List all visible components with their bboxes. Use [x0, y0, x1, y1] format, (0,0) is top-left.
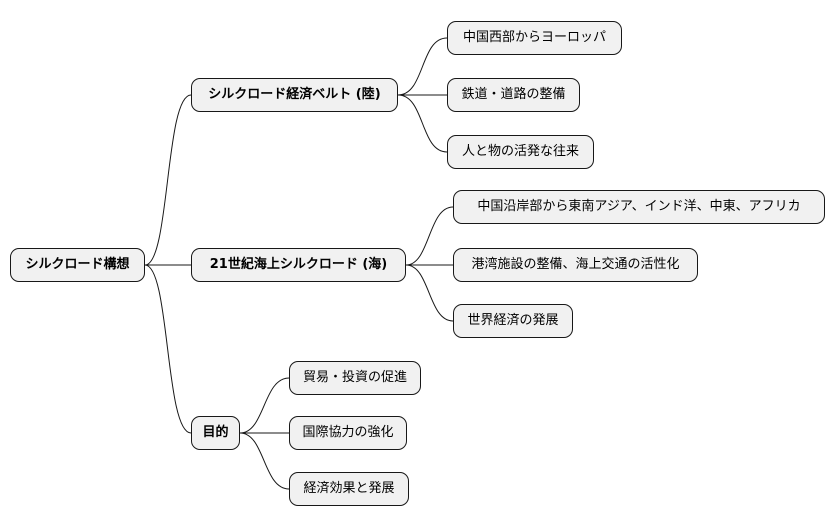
branch-node-purpose: 目的	[191, 416, 240, 450]
leaf-node-economic-effects: 経済効果と発展	[289, 472, 409, 506]
leaf-node-west-china-europe: 中国西部からヨーロッパ	[447, 21, 622, 55]
edge-maritime-road-to-world-economy	[405, 264, 454, 322]
leaf-node-international-cooperation: 国際協力の強化	[289, 416, 407, 450]
root-node: シルクロード構想	[10, 248, 145, 282]
leaf-node-railway-road: 鉄道・道路の整備	[447, 78, 580, 112]
leaf-node-coastal-route: 中国沿岸部から東南アジア、インド洋、中東、アフリカ	[453, 190, 825, 224]
leaf-node-port-facilities: 港湾施設の整備、海上交通の活性化	[453, 248, 698, 282]
edge-purpose-to-trade-investment	[239, 377, 290, 434]
branch-node-land-belt: シルクロード経済ベルト (陸)	[191, 78, 398, 112]
edge-land-belt-to-people-goods	[397, 94, 448, 153]
edge-land-belt-to-west-china-europe	[397, 37, 448, 96]
leaf-node-trade-investment: 貿易・投資の促進	[289, 361, 421, 395]
leaf-node-world-economy: 世界経済の発展	[453, 304, 573, 338]
leaf-node-people-goods: 人と物の活発な往来	[447, 135, 594, 169]
edge-root-to-land-belt	[144, 94, 192, 266]
edge-maritime-road-to-coastal-route	[405, 206, 454, 266]
branch-node-maritime-road: 21世紀海上シルクロード (海)	[191, 248, 406, 282]
edge-purpose-to-economic-effects	[239, 432, 290, 490]
edge-root-to-purpose	[144, 264, 192, 434]
